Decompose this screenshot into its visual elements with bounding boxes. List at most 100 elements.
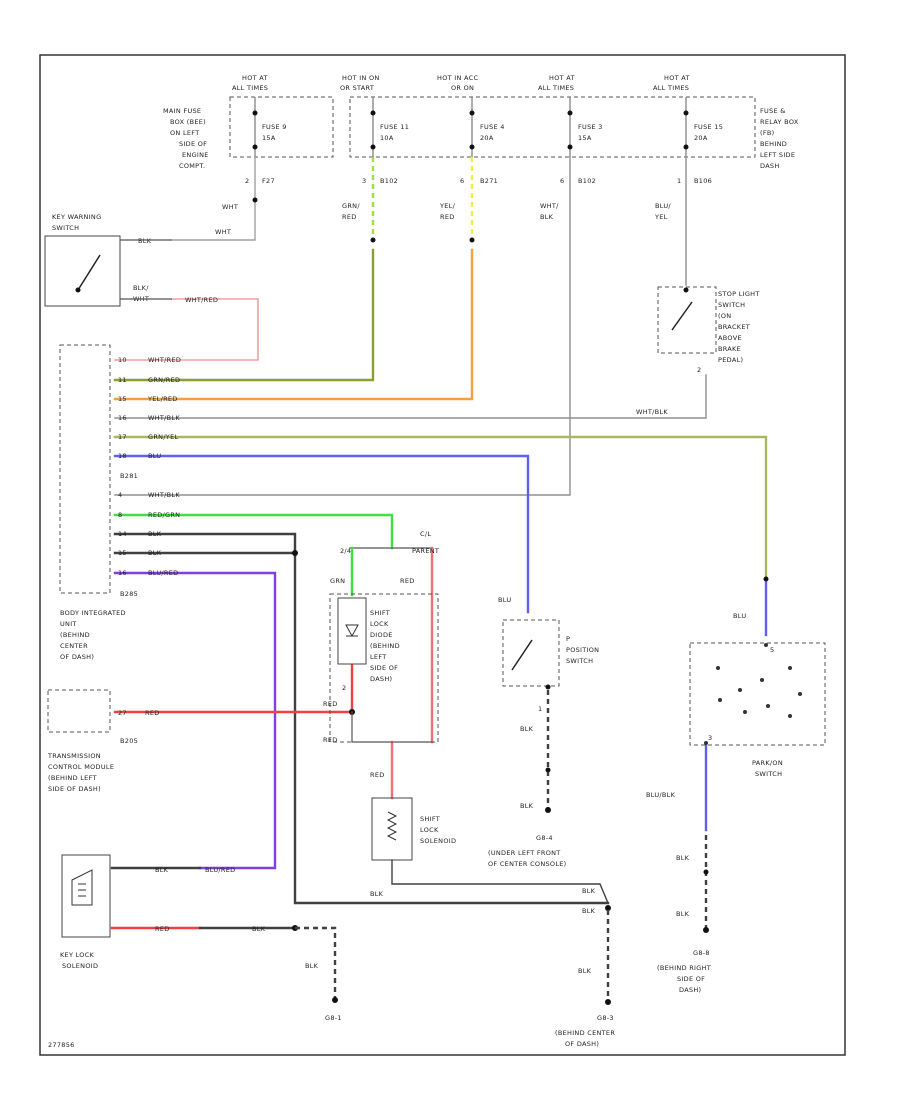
svg-text:RED: RED <box>370 771 385 779</box>
svg-text:BLK: BLK <box>676 854 690 862</box>
svg-text:3: 3 <box>708 734 712 742</box>
hot-label-4b: ALL TIMES <box>538 84 574 92</box>
svg-text:G8-3: G8-3 <box>597 1014 614 1022</box>
svg-text:BLK: BLK <box>148 549 162 557</box>
svg-text:BLU/BLK: BLU/BLK <box>646 791 676 799</box>
svg-text:(BEHIND: (BEHIND <box>370 642 400 650</box>
svg-text:B205: B205 <box>120 737 138 745</box>
svg-text:SWITCH: SWITCH <box>718 301 745 309</box>
svg-text:PEDAL): PEDAL) <box>718 356 743 364</box>
svg-text:SIDE OF: SIDE OF <box>179 140 207 148</box>
svg-text:BLK: BLK <box>520 725 534 733</box>
stop-light-switch: STOP LIGHT SWITCH (ON BRACKET ABOVE BRAK… <box>657 286 759 374</box>
wire-red-grn <box>113 513 394 550</box>
svg-text:15A: 15A <box>578 134 592 142</box>
p-position-switch: BLU P POSITION SWITCH 1 BLK BLK G8-4 (UN… <box>488 596 599 868</box>
svg-text:FUSE 4: FUSE 4 <box>480 123 505 131</box>
svg-text:WHT: WHT <box>222 203 238 211</box>
svg-text:POSITION: POSITION <box>566 646 599 654</box>
svg-text:2: 2 <box>342 684 346 692</box>
hot-label-5a: HOT AT <box>664 74 690 82</box>
svg-text:BLK: BLK <box>582 887 596 895</box>
svg-text:BLK: BLK <box>540 213 554 221</box>
svg-text:RED: RED <box>440 213 455 221</box>
svg-text:10A: 10A <box>380 134 394 142</box>
svg-text:OF DASH): OF DASH) <box>565 1040 599 1048</box>
fuse-4: FUSE 4 20A <box>469 97 505 157</box>
svg-text:1: 1 <box>538 705 542 713</box>
svg-text:FUSE 11: FUSE 11 <box>380 123 409 131</box>
svg-text:(BEHIND RIGHT: (BEHIND RIGHT <box>657 964 711 972</box>
svg-text:BLK: BLK <box>676 910 690 918</box>
svg-text:6: 6 <box>460 177 464 185</box>
svg-text:WHT/BLK: WHT/BLK <box>148 414 180 422</box>
svg-text:ENGINE: ENGINE <box>182 151 209 159</box>
wire-wht-blk-stoplight <box>114 374 707 419</box>
svg-text:DASH): DASH) <box>679 986 701 994</box>
svg-text:17: 17 <box>118 433 127 441</box>
svg-text:15: 15 <box>118 549 127 557</box>
svg-text:16: 16 <box>118 569 127 577</box>
svg-text:RED: RED <box>323 736 338 744</box>
svg-text:BLK: BLK <box>148 530 162 538</box>
fuse-9: FUSE 9 15A <box>252 97 286 157</box>
svg-text:GRN/YEL: GRN/YEL <box>148 433 178 441</box>
svg-text:GRN/: GRN/ <box>342 202 360 210</box>
svg-text:(FB): (FB) <box>760 129 774 137</box>
hot-label-2b: OR START <box>340 84 374 92</box>
svg-text:15: 15 <box>118 395 127 403</box>
hot-label-4a: HOT AT <box>549 74 575 82</box>
svg-text:2: 2 <box>697 366 701 374</box>
svg-text:10: 10 <box>118 356 127 364</box>
svg-text:4: 4 <box>118 491 122 499</box>
svg-text:(ON: (ON <box>718 312 731 320</box>
fuse-block: HOT AT ALL TIMES HOT IN ON OR START HOT … <box>163 74 799 185</box>
svg-text:YEL/: YEL/ <box>439 202 456 210</box>
svg-text:SIDE OF: SIDE OF <box>370 664 398 672</box>
svg-text:YEL/RED: YEL/RED <box>147 395 178 403</box>
svg-text:RED/GRN: RED/GRN <box>148 511 180 519</box>
svg-text:WHT/BLK: WHT/BLK <box>148 491 180 499</box>
svg-text:SOLENOID: SOLENOID <box>62 962 98 970</box>
svg-text:B285: B285 <box>120 590 138 598</box>
svg-text:G8-8: G8-8 <box>693 949 710 957</box>
svg-text:G8-4: G8-4 <box>536 834 553 842</box>
svg-text:11: 11 <box>118 376 127 384</box>
svg-text:BLU/RED: BLU/RED <box>148 569 178 577</box>
svg-text:KEY LOCK: KEY LOCK <box>60 951 95 959</box>
svg-text:15A: 15A <box>262 134 276 142</box>
svg-text:FUSE 15: FUSE 15 <box>694 123 723 131</box>
svg-text:OF CENTER CONSOLE): OF CENTER CONSOLE) <box>488 860 567 868</box>
svg-text:6: 6 <box>560 177 564 185</box>
svg-text:BLU/: BLU/ <box>655 202 671 210</box>
svg-text:KEY WARNING: KEY WARNING <box>52 213 101 221</box>
svg-text:DASH: DASH <box>760 162 780 170</box>
svg-text:BLK/: BLK/ <box>133 284 149 292</box>
fuse-15: FUSE 15 20A <box>683 97 723 157</box>
shift-lock-diode: C/L PARENT 2/4 GRN RED SHIFT LOCK DIODE … <box>323 530 439 744</box>
svg-text:ON LEFT: ON LEFT <box>170 129 199 137</box>
svg-text:3: 3 <box>362 177 366 185</box>
svg-text:YEL: YEL <box>654 213 668 221</box>
svg-text:CENTER: CENTER <box>60 642 88 650</box>
wire-yel-red <box>113 248 474 401</box>
wire-grn-red <box>113 248 375 382</box>
svg-text:ABOVE: ABOVE <box>718 334 742 342</box>
svg-text:G8-1: G8-1 <box>325 1014 342 1022</box>
svg-text:BLK: BLK <box>252 925 266 933</box>
svg-text:BLK: BLK <box>138 237 152 245</box>
svg-text:BLK: BLK <box>155 866 169 874</box>
svg-text:2/4: 2/4 <box>340 547 351 555</box>
key-lock-solenoid: BLK BLU/RED RED BLK KEY LOCK SOLENOID <box>60 854 266 970</box>
svg-text:DASH): DASH) <box>370 675 392 683</box>
svg-text:(UNDER LEFT FRONT: (UNDER LEFT FRONT <box>488 849 561 857</box>
svg-text:2: 2 <box>245 177 249 185</box>
svg-text:F27: F27 <box>262 177 275 185</box>
fuse-3: FUSE 3 15A <box>567 97 602 157</box>
wire-blu <box>113 454 530 614</box>
svg-text:DIODE: DIODE <box>370 631 393 639</box>
wire-wht-fuse9 <box>171 156 256 241</box>
svg-text:CONTROL MODULE: CONTROL MODULE <box>48 763 114 771</box>
svg-text:SWITCH: SWITCH <box>566 657 593 665</box>
svg-text:COMPT.: COMPT. <box>179 162 205 170</box>
